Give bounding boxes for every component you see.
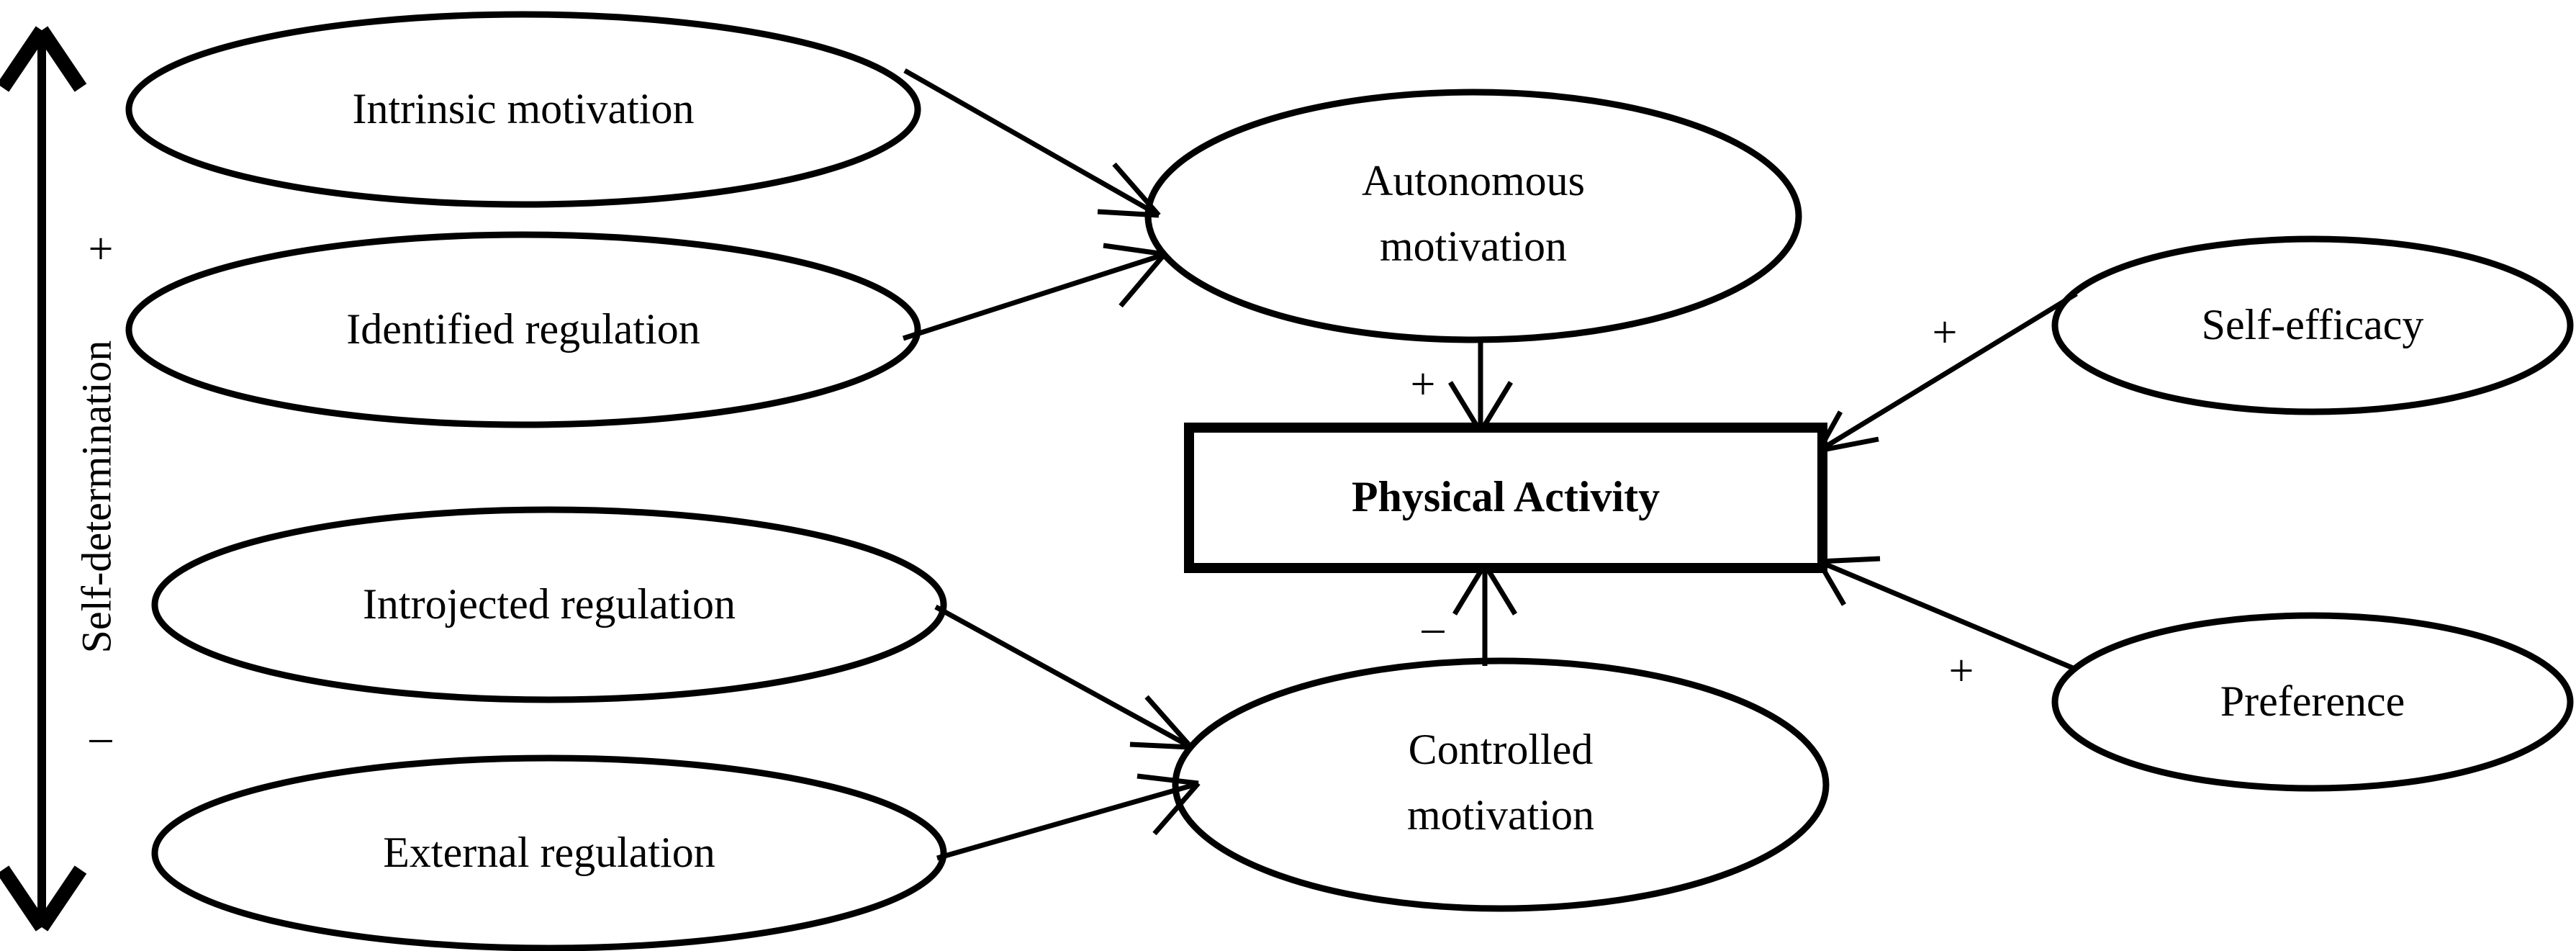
node-external-regulation[interactable]: External regulation [151,754,947,951]
node-introjected-regulation[interactable]: Introjected regulation [151,506,947,703]
edge-introjected-to-controlled [934,604,1193,750]
edge-external-to-controlled [936,773,1201,861]
arrowhead-identified-2 [1118,252,1167,308]
self-determination-axis [0,26,87,932]
axis-minus-sign: – [89,713,113,762]
edge-identified-to-autonomous [902,243,1167,341]
node-controlled-motivation[interactable]: Controlled motivation [1172,657,1830,912]
identified-regulation-ellipse[interactable] [125,231,921,428]
sign-autonomous-to-activity: + [1411,360,1436,409]
controlled-motivation-label-line2: motivation [1407,791,1594,839]
arrowhead-selfefficacy-1 [1818,436,1879,454]
edge-line-introjected-controlled [934,604,1189,748]
axis-arrowhead-up-right [35,26,87,92]
axis-plus-sign: + [89,225,114,274]
preference-label: Preference [2220,677,2405,725]
controlled-motivation-label-line1: Controlled [1409,726,1594,773]
intrinsic-motivation-ellipse[interactable] [125,11,921,208]
edge-preference-to-activity [1816,556,2078,672]
edge-line-identified-autonomous [902,253,1162,341]
node-preference[interactable]: Preference [2051,612,2574,792]
self-efficacy-label: Self-efficacy [2202,301,2424,348]
arrowhead-identified-1 [1103,243,1165,257]
edge-line-intrinsic-autonomous [903,68,1157,216]
autonomous-motivation-label-line2: motivation [1380,222,1567,270]
node-self-efficacy[interactable]: Self-efficacy [2051,235,2574,415]
external-regulation-label: External regulation [383,829,715,876]
external-regulation-ellipse[interactable] [151,754,947,951]
node-intrinsic-motivation[interactable]: Intrinsic motivation [125,11,921,208]
arrowhead-intrinsic-1 [1097,209,1160,218]
axis-arrowhead-up-left [0,26,48,92]
arrowhead-introjected-2 [1144,695,1193,749]
edge-controlled-to-activity [1452,563,1517,666]
sign-self-efficacy-to-activity: + [1933,308,1958,357]
identified-regulation-label: Identified regulation [346,305,700,353]
physical-activity-rect[interactable] [1184,423,1827,573]
physical-activity-label: Physical Activity [1352,473,1660,520]
arrowhead-preference-1 [1818,556,1881,564]
arrowhead-intrinsic-2 [1112,162,1161,217]
node-autonomous-motivation[interactable]: Autonomous motivation [1144,89,1802,343]
sign-controlled-to-activity: – [1422,603,1445,652]
introjected-regulation-ellipse[interactable] [151,506,947,703]
introjected-regulation-label: Introjected regulation [363,580,736,628]
edge-line-preference-activity [1821,560,2078,672]
axis-arrowhead-down-right [35,865,87,932]
edge-autonomous-to-activity [1448,337,1513,433]
sign-preference-to-activity: + [1949,646,1974,695]
axis-label-self-determination: Self-determination [73,341,119,654]
autonomous-motivation-ellipse[interactable] [1144,89,1802,343]
axis-arrowhead-down-left [0,865,48,932]
node-identified-regulation[interactable]: Identified regulation [125,231,921,428]
arrowhead-external-1 [1136,773,1199,786]
edge-intrinsic-to-autonomous [903,68,1161,218]
intrinsic-motivation-label: Intrinsic motivation [353,85,695,132]
edge-line-external-controlled [936,782,1196,861]
self-efficacy-ellipse[interactable] [2051,235,2574,415]
node-physical-activity[interactable]: Physical Activity [1184,423,1827,573]
arrowhead-external-2 [1152,781,1201,836]
preference-ellipse[interactable] [2051,612,2574,792]
edge-line-selfefficacy-activity [1821,292,2078,451]
controlled-motivation-ellipse[interactable] [1172,657,1830,912]
arrowhead-introjected-1 [1129,742,1192,750]
autonomous-motivation-label-line1: Autonomous [1362,157,1585,204]
